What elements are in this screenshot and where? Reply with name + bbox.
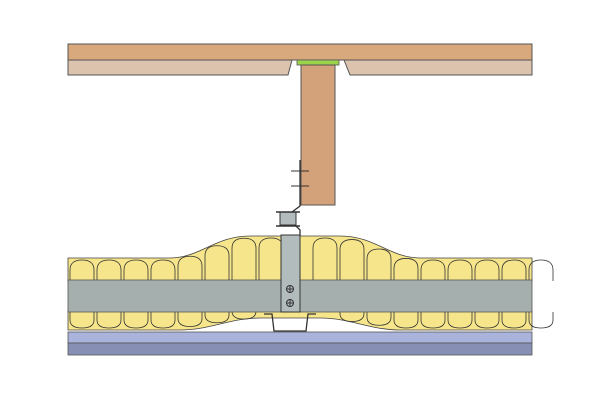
insulation-loop — [231, 237, 257, 281]
insulation-loop — [96, 259, 122, 281]
ceiling-board-lower — [67, 342, 533, 356]
insulation-loop — [69, 259, 95, 281]
insulation-loop — [393, 258, 419, 281]
floor-lining-left — [67, 59, 293, 76]
insulation-loop — [474, 259, 500, 281]
insulation-loop — [420, 312, 446, 329]
insulation-lower — [67, 309, 533, 331]
insulation-loop — [312, 237, 338, 281]
screw-icon — [286, 285, 294, 293]
insulation-loop — [447, 259, 473, 281]
insulation-batt-loops-upper — [69, 237, 554, 281]
ceiling-board-upper — [67, 331, 533, 344]
insulation-loop — [528, 259, 554, 281]
resilient-clip — [279, 211, 297, 226]
insulation-loop — [123, 259, 149, 281]
insulation-loop — [150, 259, 176, 281]
insulation-loop — [339, 239, 365, 281]
insulation-loop — [501, 259, 527, 281]
insulation-loop — [177, 312, 203, 327]
timber-hanger — [300, 64, 336, 206]
insulation-loop — [69, 312, 95, 329]
insulation-loop — [204, 245, 230, 281]
insulation-loop — [339, 312, 365, 322]
hanger-strap — [291, 160, 301, 213]
insulation-loop — [366, 248, 392, 281]
insulation-batt-loops-lower — [69, 311, 554, 329]
vertical-bracket — [280, 234, 301, 313]
insulation-loop — [528, 312, 554, 329]
insulation-loop — [96, 312, 122, 329]
insulation-loop — [393, 312, 419, 329]
insulation-loop — [501, 312, 527, 329]
ceiling-channel — [264, 313, 316, 332]
floor-joist-top-layer — [67, 43, 533, 61]
resilient-strip — [296, 59, 340, 66]
insulation-loop — [231, 311, 257, 320]
screw-icon — [286, 299, 294, 307]
insulation-loop — [447, 312, 473, 329]
floor-lining-right — [343, 59, 533, 76]
insulation-loop — [420, 259, 446, 281]
insulation-loop — [474, 312, 500, 329]
insulation-loop — [204, 312, 230, 324]
insulation-loop — [150, 312, 176, 329]
insulation-loop — [177, 255, 203, 281]
insulation-loop — [366, 312, 392, 326]
insulation-loop — [123, 312, 149, 329]
